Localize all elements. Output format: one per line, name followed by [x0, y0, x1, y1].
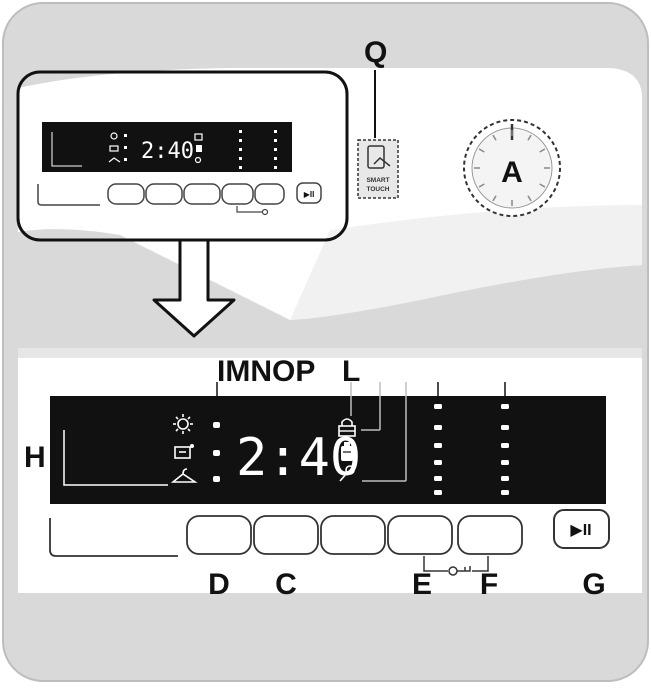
- button-unlabeled[interactable]: [320, 515, 386, 555]
- child-lock-link: [423, 556, 489, 576]
- hanger-icon: [170, 468, 198, 483]
- button-d[interactable]: [186, 515, 252, 555]
- mini-lock-icon: [194, 133, 203, 141]
- mini-program-bracket: [37, 184, 100, 206]
- dial-tick: [539, 183, 546, 188]
- mini-key-link-icon: [261, 208, 269, 216]
- detergent-icon: [341, 442, 353, 461]
- button-f[interactable]: [457, 515, 523, 555]
- mini-time-display: 2:40: [141, 139, 194, 164]
- phone-tap-hand: [373, 156, 391, 167]
- callout-imnop: IMNOP: [217, 355, 315, 388]
- callout-leaders-top: [216, 382, 506, 482]
- play-pause-button[interactable]: [553, 509, 610, 549]
- callout-d: D: [208, 568, 230, 601]
- callout-g: G: [582, 568, 605, 601]
- lower-panel-top-edge: [18, 348, 642, 358]
- sun-icon: [173, 414, 193, 434]
- mini-dry-icon: [109, 145, 119, 152]
- mini-display: [42, 122, 292, 172]
- callout-c: C: [275, 568, 297, 601]
- mini-key-link: [236, 206, 262, 213]
- program-bracket: [49, 518, 178, 557]
- callout-h: H: [24, 441, 46, 474]
- button-e[interactable]: [387, 515, 453, 555]
- callout-q: Q: [364, 36, 387, 69]
- lock-icon: [338, 418, 356, 437]
- dial-tick: [527, 195, 532, 202]
- indicator-n: [213, 476, 220, 482]
- smart-touch-label-1: SMART: [366, 177, 389, 184]
- mini-right-icons: [194, 133, 203, 164]
- callout-a: A: [501, 156, 523, 189]
- indicator-i: [213, 422, 220, 428]
- dry-icon: [174, 444, 194, 459]
- display-right-icons: [338, 418, 356, 482]
- callout-l: L: [342, 355, 360, 388]
- mini-button-d[interactable]: [107, 183, 145, 205]
- main-display-bracket: [63, 430, 168, 486]
- mini-hanger-icon: [108, 157, 121, 163]
- indicator-column-2: [501, 404, 509, 495]
- callout-e: E: [412, 568, 432, 601]
- button-c[interactable]: [253, 515, 319, 555]
- main-display: [50, 396, 606, 504]
- dial-tick: [539, 148, 546, 153]
- dial-tick: [492, 195, 497, 202]
- indicator-m: [213, 450, 220, 456]
- mini-button-c[interactable]: [145, 183, 183, 205]
- mini-button-f[interactable]: [254, 183, 285, 205]
- dial-tick: [492, 134, 497, 141]
- program-dial-icon[interactable]: [463, 119, 561, 217]
- display-left-icons: [170, 414, 220, 483]
- play-pause-icon: ▶II: [570, 522, 591, 539]
- indicator-column-1: [434, 404, 442, 495]
- mini-button-e[interactable]: [221, 183, 254, 205]
- smart-touch-area[interactable]: [357, 139, 399, 199]
- zoom-arrow-icon: [152, 238, 236, 338]
- mini-sun-icon: [110, 132, 118, 140]
- callout-f: F: [480, 568, 498, 601]
- mini-key-icon: [194, 156, 202, 164]
- mini-button-x[interactable]: [183, 183, 221, 205]
- dial-tick: [478, 183, 485, 188]
- dial-tick: [527, 134, 532, 141]
- main-time-display: 2:40: [236, 428, 361, 488]
- mini-detergent-icon: [196, 145, 202, 152]
- mini-left-icons: [108, 132, 127, 163]
- dial-tick: [478, 148, 485, 153]
- key-icon: [339, 465, 355, 482]
- mini-indicator-dots: [239, 130, 277, 169]
- mini-play-pause-button[interactable]: [296, 182, 322, 204]
- smart-touch-label-2: TOUCH: [367, 186, 390, 193]
- mini-play-pause-icon: ▶II: [304, 190, 315, 199]
- machine-face-shadow: [290, 205, 642, 320]
- mini-display-bracket: [51, 132, 82, 167]
- phone-tap-icon: [367, 145, 385, 169]
